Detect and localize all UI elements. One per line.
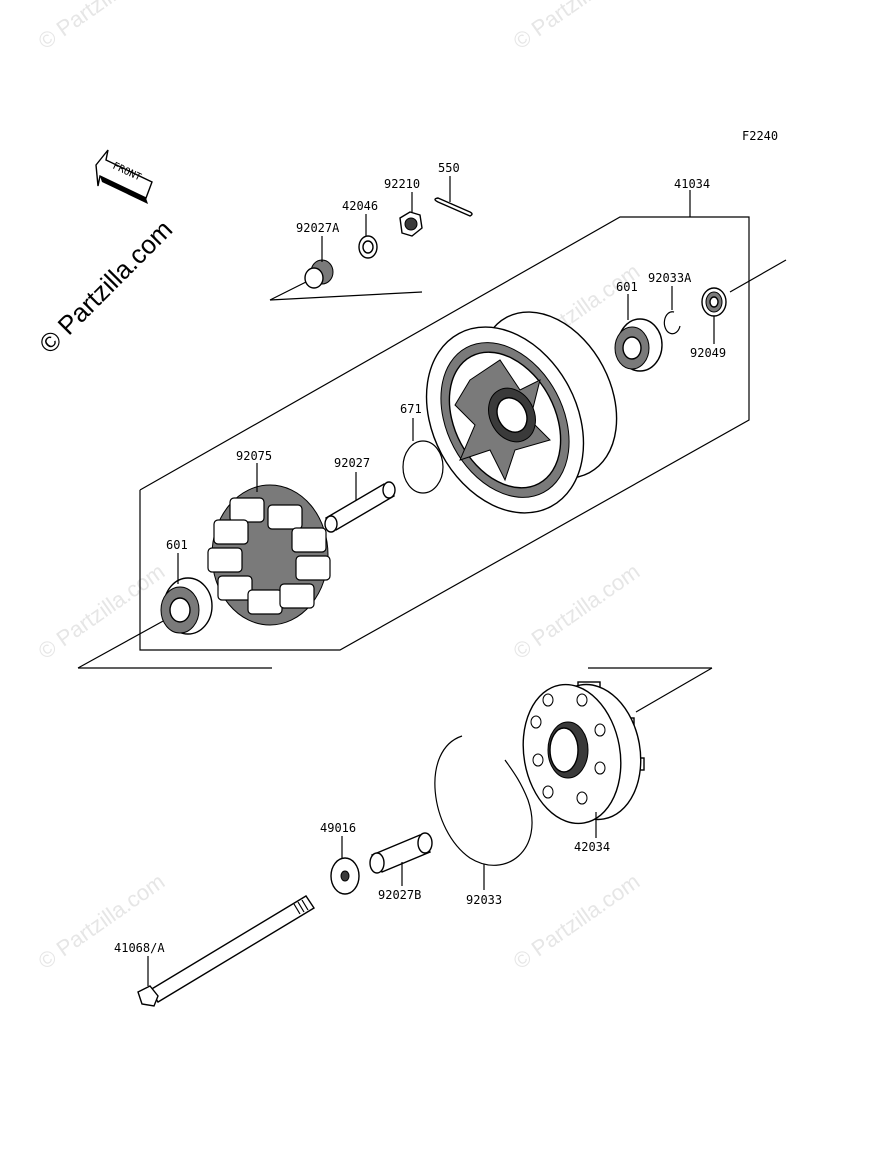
label-92033A: 92033A bbox=[648, 271, 692, 285]
label-92027: 92027 bbox=[334, 456, 370, 470]
label-92210: 92210 bbox=[384, 177, 420, 191]
washer-42046 bbox=[358, 214, 378, 259]
circlip-92033A bbox=[663, 286, 681, 335]
sprocket-hub-42034 bbox=[522, 681, 645, 838]
label-41034: 41034 bbox=[674, 177, 710, 191]
damper-92075 bbox=[207, 463, 331, 626]
label-550: 550 bbox=[438, 161, 460, 175]
label-92027B: 92027B bbox=[378, 888, 421, 902]
sleeve-92027 bbox=[324, 472, 396, 533]
front-arrow-icon: FRONT bbox=[95, 149, 153, 204]
label-92075: 92075 bbox=[236, 449, 272, 463]
watermark-faint: © Partzilla.com bbox=[34, 869, 170, 975]
circlip-92033 bbox=[434, 735, 533, 890]
collar-92027A bbox=[304, 236, 334, 289]
label-42046: 42046 bbox=[342, 199, 378, 213]
figure-code: F2240 bbox=[742, 129, 778, 143]
watermark-faint: © Partzilla.com bbox=[34, 559, 170, 665]
watermark-main: © Partzilla.com bbox=[33, 214, 178, 359]
label-601-right: 601 bbox=[616, 280, 638, 294]
oil-seal-92049 bbox=[701, 287, 727, 344]
collar-92027B bbox=[369, 832, 433, 886]
label-49016: 49016 bbox=[320, 821, 356, 835]
label-92049: 92049 bbox=[690, 346, 726, 360]
label-92033: 92033 bbox=[466, 893, 502, 907]
axle-nut-92210 bbox=[399, 192, 423, 237]
bearing-601-left bbox=[160, 553, 213, 635]
watermark-faint: © Partzilla.com bbox=[509, 869, 645, 975]
label-41068A: 41068/A bbox=[114, 941, 165, 955]
cotter-pin-550 bbox=[434, 176, 473, 217]
rear-axle-41068A bbox=[137, 895, 315, 1007]
o-ring-671 bbox=[402, 418, 444, 494]
washer-49016 bbox=[330, 836, 360, 895]
label-42034: 42034 bbox=[574, 840, 610, 854]
part-labels: 41034 550 92210 42046 92027A 601 92033A … bbox=[114, 161, 726, 955]
bearing-601-right bbox=[614, 294, 663, 372]
watermark-faint: © Partzilla.com bbox=[509, 559, 645, 665]
label-671: 671 bbox=[400, 402, 422, 416]
watermark-faint: © Partzilla.com bbox=[34, 0, 170, 54]
watermark-faint: © Partzilla.com bbox=[509, 0, 645, 54]
label-92027A: 92027A bbox=[296, 221, 340, 235]
label-601-left: 601 bbox=[166, 538, 188, 552]
rear-wheel-41034 bbox=[425, 311, 618, 514]
